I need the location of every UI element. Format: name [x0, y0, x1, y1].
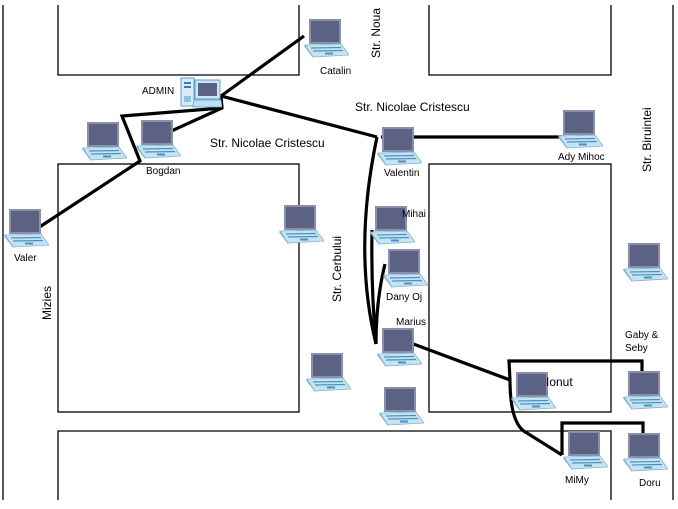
street-label-noua: Str. Noua	[369, 8, 383, 58]
link-admin-catalin	[220, 34, 305, 98]
block-middle-left	[57, 163, 300, 413]
link-valentin-marius	[363, 136, 379, 345]
node-label-gaby-seby: Gaby &	[625, 330, 659, 341]
street-blocks	[2, 5, 674, 500]
block-middle-right	[428, 163, 612, 413]
laptop-icon-bogdan[interactable]	[135, 119, 181, 159]
node-label-admin: ADMIN	[142, 86, 174, 97]
link-ionut-mimy	[508, 379, 563, 457]
node-label-ionut: Ionut	[546, 375, 573, 389]
node-label-valer: Valer	[14, 253, 37, 264]
laptop-icon-unlabeled[interactable]	[81, 121, 127, 161]
street-label-biruintei: Str. Biruintei	[640, 107, 654, 172]
laptop-icon-mimy[interactable]	[562, 430, 608, 470]
laptop-icon-dany-oj[interactable]	[382, 248, 428, 288]
node-label-mimy: MiMy	[565, 475, 589, 486]
laptop-icon-doru[interactable]	[622, 432, 668, 472]
street-label-nicolae-cristescu: Str. Nicolae Cristescu	[355, 100, 470, 114]
node-label-ady-mihoc: Ady Mihoc	[558, 152, 605, 163]
laptop-icon-unlabeled[interactable]	[378, 386, 424, 426]
link-ionut-gaby	[507, 359, 644, 381]
laptop-icon-unlabeled[interactable]	[622, 242, 668, 282]
node-label-marius: Marius	[396, 317, 426, 328]
link-dany-marius	[374, 263, 387, 345]
street-labels: Str. Noua Str. Nicolae Cristescu Str. Ni…	[40, 8, 654, 320]
node-label-valentin: Valentin	[384, 168, 419, 179]
node-label-bogdan: Bogdan	[146, 166, 180, 177]
laptop-icon-unlabeled[interactable]	[278, 204, 324, 244]
node-labels: ADMIN Catalin Bogdan Valentin Ady Mihoc …	[14, 66, 661, 489]
link-admin-valentin	[220, 94, 378, 139]
street-label-nicolae-cristescu: Str. Nicolae Cristescu	[210, 136, 325, 150]
laptop-icon-unlabeled[interactable]	[305, 352, 351, 392]
node-label-doru: Doru	[639, 478, 661, 489]
node-label-dany-oj: Dany Oj	[386, 292, 422, 303]
admin-computer-icon[interactable]	[180, 77, 222, 108]
network-links	[34, 34, 645, 457]
link-mimy-doru	[560, 421, 645, 455]
link-marius-ionut	[407, 340, 511, 382]
laptop-icon-marius[interactable]	[376, 327, 422, 367]
laptop-icon-gaby-seby[interactable]	[622, 370, 668, 410]
link-admin-valer	[34, 106, 223, 232]
laptop-icon-ady-mihoc[interactable]	[557, 109, 603, 149]
node-label-catalin: Catalin	[320, 66, 351, 77]
laptop-icon-catalin[interactable]	[303, 18, 349, 58]
laptop-icon-valer[interactable]	[3, 208, 49, 248]
laptop-icon-valentin[interactable]	[376, 126, 422, 166]
street-label-mizies: Mizies	[40, 286, 54, 320]
node-label-mihai: Mihai	[402, 209, 426, 220]
block-top-right	[428, 5, 612, 76]
block-bottom	[57, 430, 612, 500]
node-label-gaby-seby-line2: Seby	[625, 343, 648, 354]
street-label-cerbului: Str. Cerbului	[330, 236, 344, 302]
